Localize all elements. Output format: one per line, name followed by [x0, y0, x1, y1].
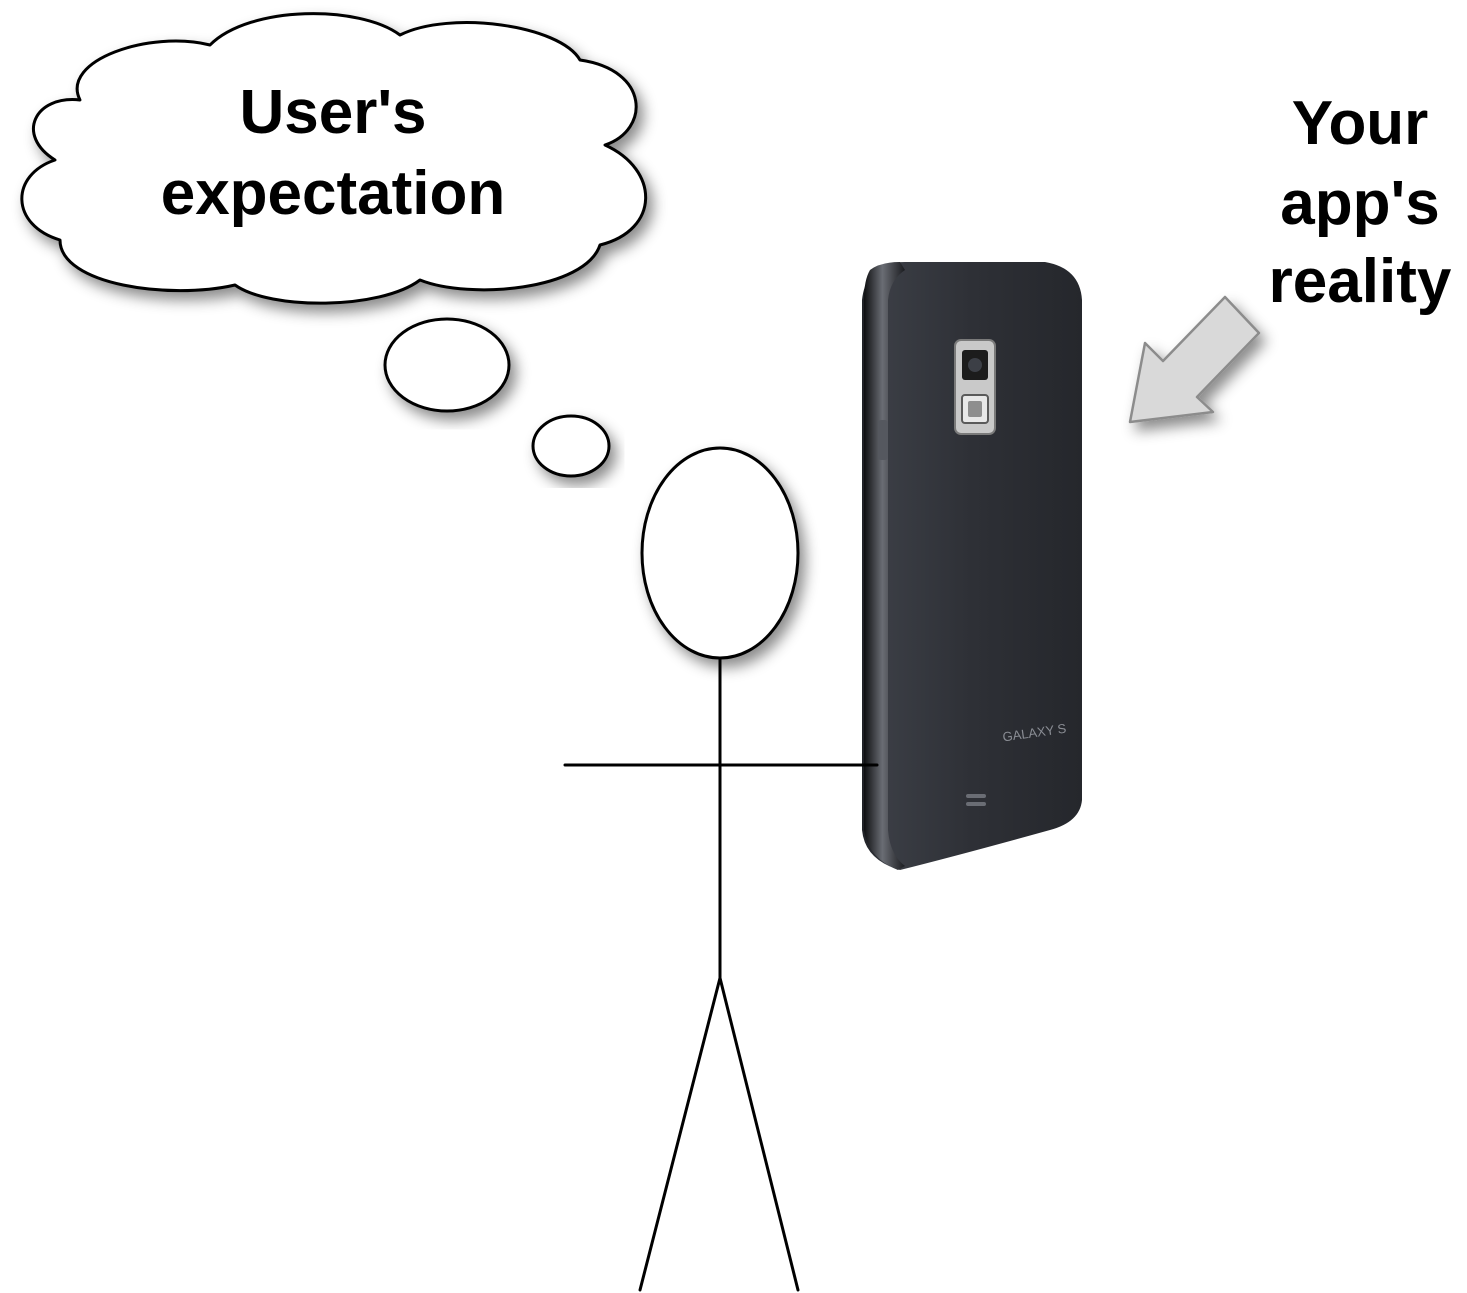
stick-figure: [565, 448, 877, 1290]
camera-flash-inner: [968, 401, 982, 417]
thought-dot-large: [385, 319, 509, 411]
thought-bubble: User's expectation: [22, 14, 646, 476]
figure-head: [642, 448, 798, 658]
callout-line-2: app's: [1280, 169, 1439, 238]
arrow-down-left-icon: [1130, 297, 1259, 422]
thought-dot-small: [533, 416, 609, 476]
reality-callout: Your app's reality: [1269, 89, 1452, 316]
callout-line-1: Your: [1292, 89, 1429, 158]
figure-right-leg: [720, 978, 798, 1290]
camera-lens-dot: [968, 358, 982, 372]
thought-line-2: expectation: [161, 159, 506, 228]
callout-line-3: reality: [1269, 247, 1452, 316]
phone-side-button: [878, 420, 888, 460]
phone-illustration: GALAXY S: [862, 262, 1082, 870]
thought-line-1: User's: [239, 78, 426, 147]
figure-left-leg: [640, 978, 720, 1290]
